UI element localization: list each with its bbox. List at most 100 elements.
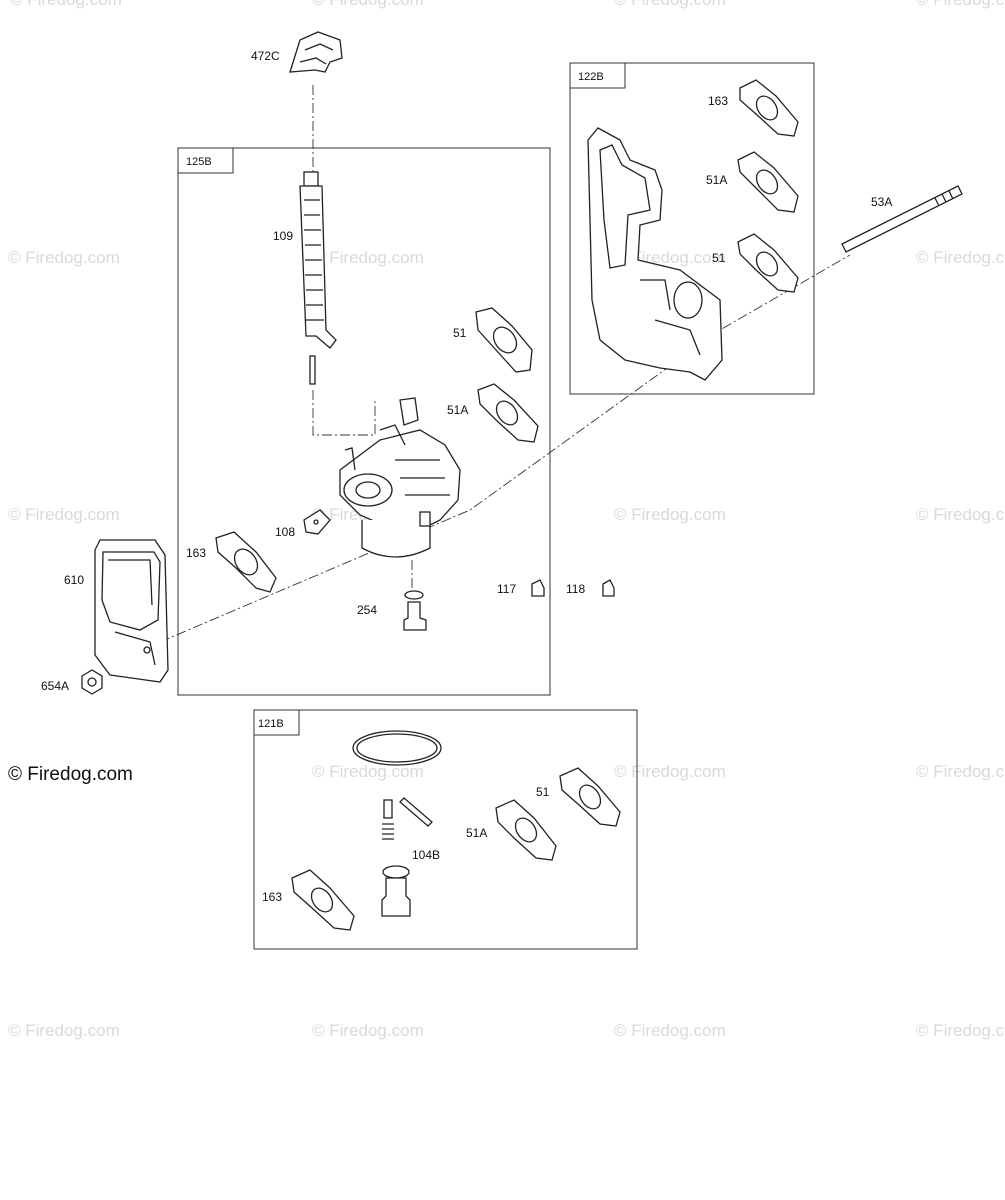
nut-654A-hole [87, 677, 97, 687]
choke-knob-body [289, 31, 343, 73]
gasket-51-hole [492, 326, 518, 354]
watermark: © Firedog.com [312, 1021, 424, 1040]
gasket-163-hole [233, 548, 259, 576]
watermark: © Firedog.com [8, 505, 120, 524]
gasket-121B-51A-part [495, 799, 557, 861]
part-label-51-122B: 51 [712, 251, 726, 265]
watermark: © Firedog.com [312, 762, 424, 781]
carburetor-bore [355, 481, 381, 499]
main-jet-washer [382, 865, 410, 879]
part-label-109: 109 [273, 229, 293, 243]
box-121B-label: 121B [258, 718, 284, 730]
gasket-122B-51-part [737, 233, 799, 293]
choke-shaft-top [303, 171, 319, 187]
stud-53A-thread [934, 190, 954, 207]
gasket-122B-163-hole [755, 95, 779, 121]
nut-654A-part [81, 669, 103, 695]
gasket-121B-163-hole [310, 887, 334, 913]
watermark: © Firedog.com [916, 1021, 1005, 1040]
main-jet-part [381, 865, 411, 917]
plate-108-part [303, 509, 331, 535]
watermark: © Firedog.com [916, 248, 1005, 267]
gasket-163-outline [215, 531, 277, 593]
gasket-122B-51A-hole [755, 169, 779, 195]
float-needle-body [383, 799, 393, 819]
box-125B: 125B [177, 147, 551, 696]
leader-line [159, 254, 851, 643]
part-label-51A-122B: 51A [706, 173, 727, 187]
box-121B-tag [253, 709, 300, 736]
gasket-163-part [215, 531, 277, 593]
part-label-53A: 53A [871, 195, 892, 209]
gasket-51-part [475, 307, 533, 373]
choke-shaft-part [299, 171, 337, 385]
watermark: © Firedog.com [916, 505, 1005, 524]
part-label-654A: 654A [41, 679, 69, 693]
gasket-121B-163-part [291, 869, 355, 931]
watermark: © Firedog.com [614, 1021, 726, 1040]
part-label-163-122B: 163 [708, 94, 728, 108]
part-label-472C: 472C [251, 49, 280, 63]
float-pin-104B-part [399, 797, 433, 827]
bowl-o-ring-part [352, 730, 442, 766]
gasket-121B-51-outline [559, 767, 621, 827]
box-125B-label: 125B [186, 156, 212, 168]
gasket-51A-outline [477, 383, 539, 443]
intake-manifold-port [673, 281, 703, 319]
box-122B-label: 122B [578, 71, 604, 83]
gasket-122B-51-outline [737, 233, 799, 293]
jet-118-part [602, 579, 615, 597]
carburetor-linkage [344, 397, 419, 471]
air-cleaner-base-inner [101, 551, 161, 631]
watermark: © Firedog.com [916, 762, 1005, 781]
part-label-51A-121B: 51A [466, 826, 487, 840]
gasket-122B-51A-part [737, 151, 799, 213]
bowl-o-ring-inner [356, 733, 438, 763]
air-cleaner-base-hole [143, 646, 151, 654]
box-122B: 122B [569, 62, 815, 395]
watermark: © Firedog.com [8, 248, 120, 267]
watermark-main: © Firedog.com [8, 764, 133, 785]
gasket-51-outline [475, 307, 533, 373]
jet-117-body [531, 579, 545, 597]
part-label-108: 108 [275, 525, 295, 539]
gasket-121B-51-part [559, 767, 621, 827]
jet-118-body [602, 579, 615, 597]
gasket-122B-163-part [739, 79, 799, 137]
watermark: © Firedog.com [8, 1021, 120, 1040]
plate-108-hole [313, 519, 319, 525]
carburetor-detail [395, 459, 450, 496]
stud-53A-body [841, 185, 963, 253]
carburetor-throat [343, 473, 393, 507]
choke-knob-detail [299, 43, 334, 65]
bowl-washer [404, 590, 424, 600]
nut-654A-body [81, 669, 103, 695]
part-label-51: 51 [453, 326, 467, 340]
carburetor-part [339, 397, 461, 558]
stud-53A-part [841, 185, 963, 253]
plate-108-body [303, 509, 331, 535]
bowl-o-ring-outer [352, 730, 442, 766]
part-label-117: 117 [497, 582, 516, 596]
part-label-254: 254 [357, 603, 377, 617]
box-125B-tag [177, 147, 234, 174]
gasket-121B-51A-outline [495, 799, 557, 861]
box-121B: 121B [253, 709, 638, 950]
gasket-122B-163-outline [739, 79, 799, 137]
part-label-163-121B: 163 [262, 890, 282, 904]
float-pin-body [399, 797, 433, 827]
leader-lines [159, 85, 851, 643]
air-cleaner-base-detail [108, 559, 156, 666]
part-label-163: 163 [186, 546, 206, 560]
choke-shaft-ribs [304, 199, 324, 321]
jet-117-part [531, 579, 545, 597]
watermark: © Firedog.com [916, 0, 1005, 9]
watermark: © Firedog.com [312, 248, 424, 267]
air-cleaner-base-outer [94, 539, 169, 683]
main-jet-body [381, 877, 411, 917]
watermark: © Firedog.com [614, 762, 726, 781]
gasket-121B-51-hole [578, 784, 602, 810]
gasket-122B-51A-outline [737, 151, 799, 213]
intake-manifold-detail [640, 279, 701, 356]
